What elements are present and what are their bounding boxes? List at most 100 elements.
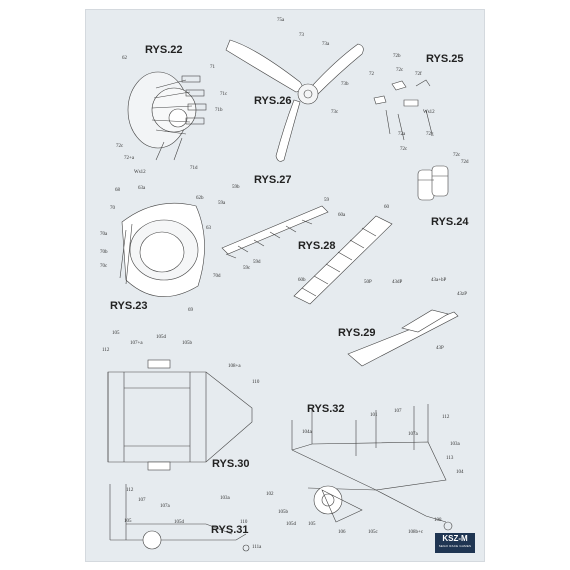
instruction-sheet: RYS.22 RYS.23 RYS.24 RYS.25 RYS.26 RYS.2… [86, 10, 484, 561]
figure-title-rys27: RYS.27 [254, 174, 292, 186]
figure-title-rys24: RYS.24 [431, 216, 469, 228]
part-label: 103a [220, 496, 230, 501]
part-label: 59a [218, 201, 226, 206]
part-label: 110 [252, 380, 260, 385]
part-label: 72g [426, 132, 434, 137]
trolley-frame-drawing [107, 359, 253, 471]
figure-title-rys30: RYS.30 [212, 458, 250, 470]
part-label: 108+a [228, 364, 241, 369]
part-label: 105c [368, 530, 378, 535]
part-label: 105d [156, 335, 166, 340]
part-label: 68 [115, 188, 120, 193]
part-label: 59b [232, 185, 240, 190]
part-label: 70a [100, 232, 108, 237]
part-label: 111a [252, 545, 262, 550]
figure-title-rys25: RYS.25 [426, 53, 464, 65]
figure-title-rys31: RYS.31 [211, 524, 249, 536]
part-label: 73c [331, 110, 339, 115]
small-parts-drawing [373, 79, 433, 141]
part-label: 59c [243, 266, 251, 271]
propeller-drawing [225, 39, 364, 162]
figure-title-rys23: RYS.23 [110, 300, 148, 312]
part-label: 106 [338, 530, 346, 535]
part-label: 104 [456, 470, 464, 475]
part-label: 104a [302, 430, 312, 435]
part-label: 113 [446, 456, 454, 461]
part-label: 101 [370, 413, 378, 418]
part-label: 63 [206, 226, 211, 231]
part-label: 43a+bP [431, 278, 447, 283]
radial-engine-drawing [127, 71, 207, 161]
part-label: 105b [278, 510, 288, 515]
part-label: 72a [398, 132, 406, 137]
part-label: 71c [220, 92, 228, 97]
part-label: 72b [393, 54, 401, 59]
part-label: 72c [396, 68, 404, 73]
part-label: 70c [100, 264, 108, 269]
wing-part-drawing [347, 309, 459, 367]
part-label: 50P [364, 280, 372, 285]
figure-title-rys26: RYS.26 [254, 95, 292, 107]
part-label: 72d [461, 160, 469, 165]
part-label: 110 [240, 520, 248, 525]
part-label: 108b+c [408, 530, 424, 535]
part-label: Ws12 [423, 110, 435, 115]
part-label: 105d [174, 520, 184, 525]
part-label: 105 [112, 331, 120, 336]
part-label: 72f [415, 72, 422, 77]
part-label: 73a [322, 42, 330, 47]
part-label: 107+a [130, 341, 143, 346]
figure-title-rys28: RYS.28 [298, 240, 336, 252]
part-label: 43dP [392, 280, 403, 285]
part-label: 112 [126, 488, 134, 493]
part-label: 71b [215, 108, 223, 113]
part-label: 59d [253, 260, 261, 265]
part-label: 73b [341, 82, 349, 87]
part-label: 62 [122, 56, 127, 61]
logo-brand: KSZ-M [442, 534, 468, 543]
part-label: 43P [436, 346, 444, 351]
part-label: 105 [124, 519, 132, 524]
part-label: 72c [400, 147, 408, 152]
part-label: 107 [138, 498, 146, 503]
assembly-drawings [107, 39, 459, 552]
part-label: 108 [434, 518, 442, 523]
trolley-3d-drawing [291, 404, 453, 531]
part-label: 60a [338, 213, 346, 218]
part-label: 70b [100, 250, 108, 255]
part-label: 71 [210, 65, 215, 70]
slatted-panel-drawing [293, 215, 393, 305]
publisher-logo: KSZ-M SEGO RACE GAMES [435, 533, 475, 553]
part-label: 72c [116, 144, 124, 149]
part-label: 107 [394, 409, 402, 414]
part-label: 112 [102, 348, 110, 353]
ladder-panel-drawing [221, 205, 329, 259]
part-label: 70d [213, 274, 221, 279]
part-label: 105 [308, 522, 316, 527]
part-label: 62b [196, 196, 204, 201]
part-label: 71d [190, 166, 198, 171]
part-label: 107a [408, 432, 418, 437]
part-label: 60 [384, 205, 389, 210]
figure-title-rys32: RYS.32 [307, 403, 345, 415]
part-label: 102 [266, 492, 274, 497]
figure-title-rys22: RYS.22 [145, 44, 183, 56]
part-label: 75a [277, 18, 285, 23]
part-label: 105d [286, 522, 296, 527]
part-label: 73 [299, 33, 304, 38]
trolley-side-drawing [109, 484, 250, 552]
part-label: 60b [298, 278, 306, 283]
logo-subtitle: SEGO RACE GAMES [438, 544, 472, 548]
part-label: 72 [369, 72, 374, 77]
part-label: 72c [453, 153, 461, 158]
part-label: 72+a [124, 156, 135, 161]
engine-cowling-drawing [119, 202, 205, 297]
part-label: 59 [324, 198, 329, 203]
cylinder-pair-drawing [417, 165, 449, 201]
part-label: 69 [188, 308, 193, 313]
part-label: 63a [138, 186, 146, 191]
figure-title-rys29: RYS.29 [338, 327, 376, 339]
part-label: 107a [160, 504, 170, 509]
part-label: 105b [182, 341, 192, 346]
part-label: 70 [110, 206, 115, 211]
